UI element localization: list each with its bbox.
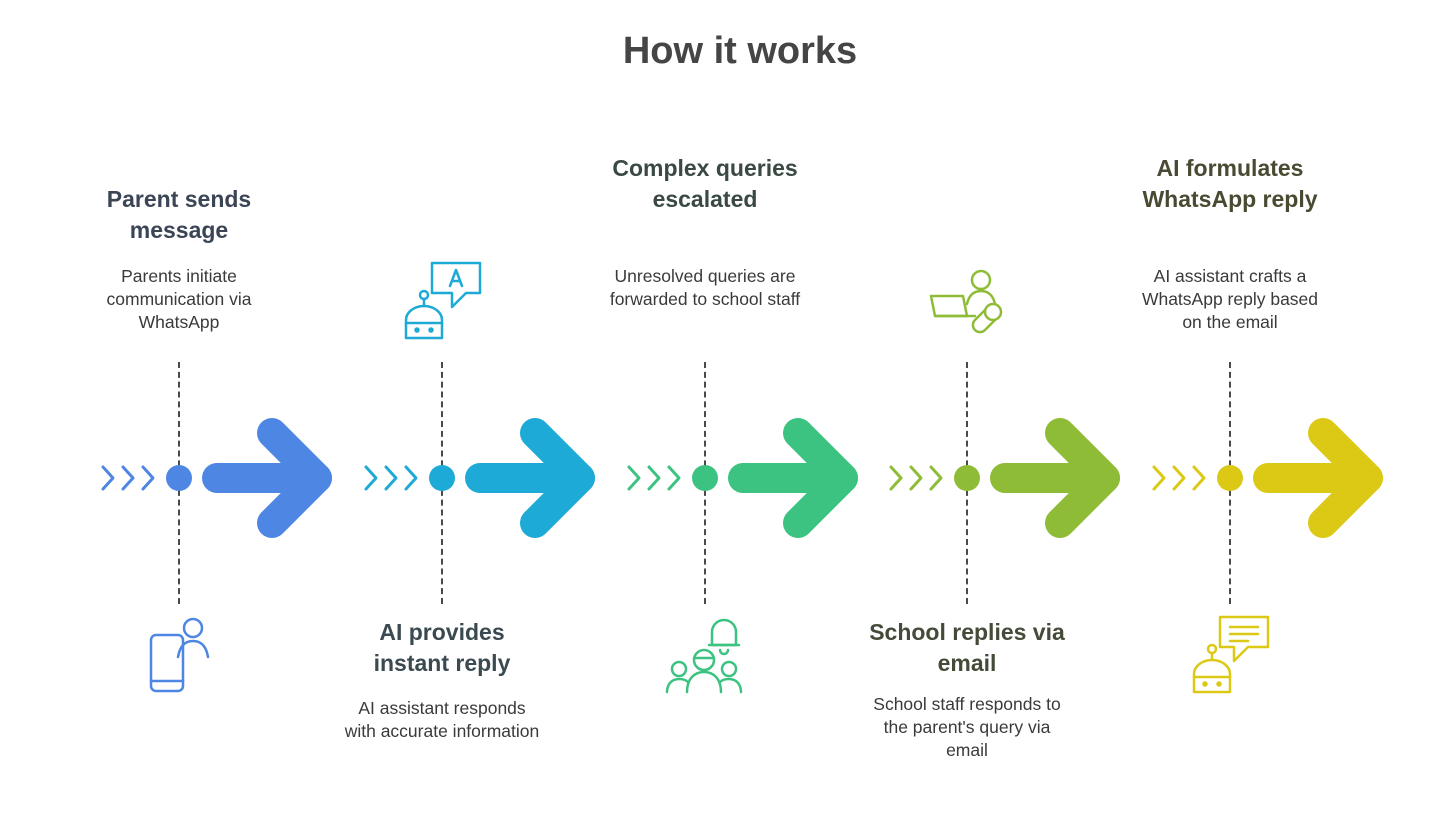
step-description: Unresolved queries are forwarded to scho… [609, 266, 801, 309]
diagram-title: How it works [622, 30, 858, 72]
step-description: AI assistant crafts a WhatsApp reply bas… [1141, 266, 1319, 332]
step-parent-sends-message: Parent sends message Parents initiate co… [79, 0, 332, 833]
arrow-icon [202, 418, 332, 538]
step-ai-formulates-reply: AI formulates WhatsApp reply AI assistan… [1130, 0, 1383, 833]
arrow-icon [465, 418, 595, 538]
group-bell-icon [665, 618, 743, 694]
step-description: Parents initiate communication via Whats… [106, 266, 252, 332]
robot-message-icon [1192, 615, 1270, 694]
step-heading: AI formulates WhatsApp reply [1142, 155, 1318, 212]
step-dot [692, 465, 718, 491]
robot-chat-icon [404, 261, 482, 340]
step-ai-instant-reply: AI provides instant reply AI assistant r… [342, 0, 595, 833]
step-dot [954, 465, 980, 491]
step-dot [166, 465, 192, 491]
step-dot [429, 465, 455, 491]
chevrons-icon [627, 465, 681, 491]
parent-phone-icon [149, 617, 210, 693]
step-description: AI assistant responds with accurate info… [344, 698, 540, 741]
step-heading: Parent sends message [106, 186, 252, 243]
step-heading: Complex queries escalated [612, 155, 798, 212]
step-dot [1217, 465, 1243, 491]
chevrons-icon [889, 465, 943, 491]
chevrons-icon [1152, 465, 1206, 491]
arrow-icon [728, 418, 858, 538]
staff-laptop-icon [929, 269, 1003, 334]
step-heading: AI provides instant reply [373, 619, 511, 676]
chevrons-icon [101, 465, 155, 491]
chevrons-icon [364, 465, 418, 491]
step-heading: School replies via email [869, 619, 1065, 676]
arrow-icon [990, 418, 1120, 538]
step-description: School staff responds to the parent's qu… [873, 694, 1061, 760]
step-school-replies-email: School replies via email School staff re… [867, 0, 1120, 833]
arrow-icon [1253, 418, 1383, 538]
step-complex-queries-escalated: Complex queries escalated Unresolved que… [605, 0, 858, 833]
